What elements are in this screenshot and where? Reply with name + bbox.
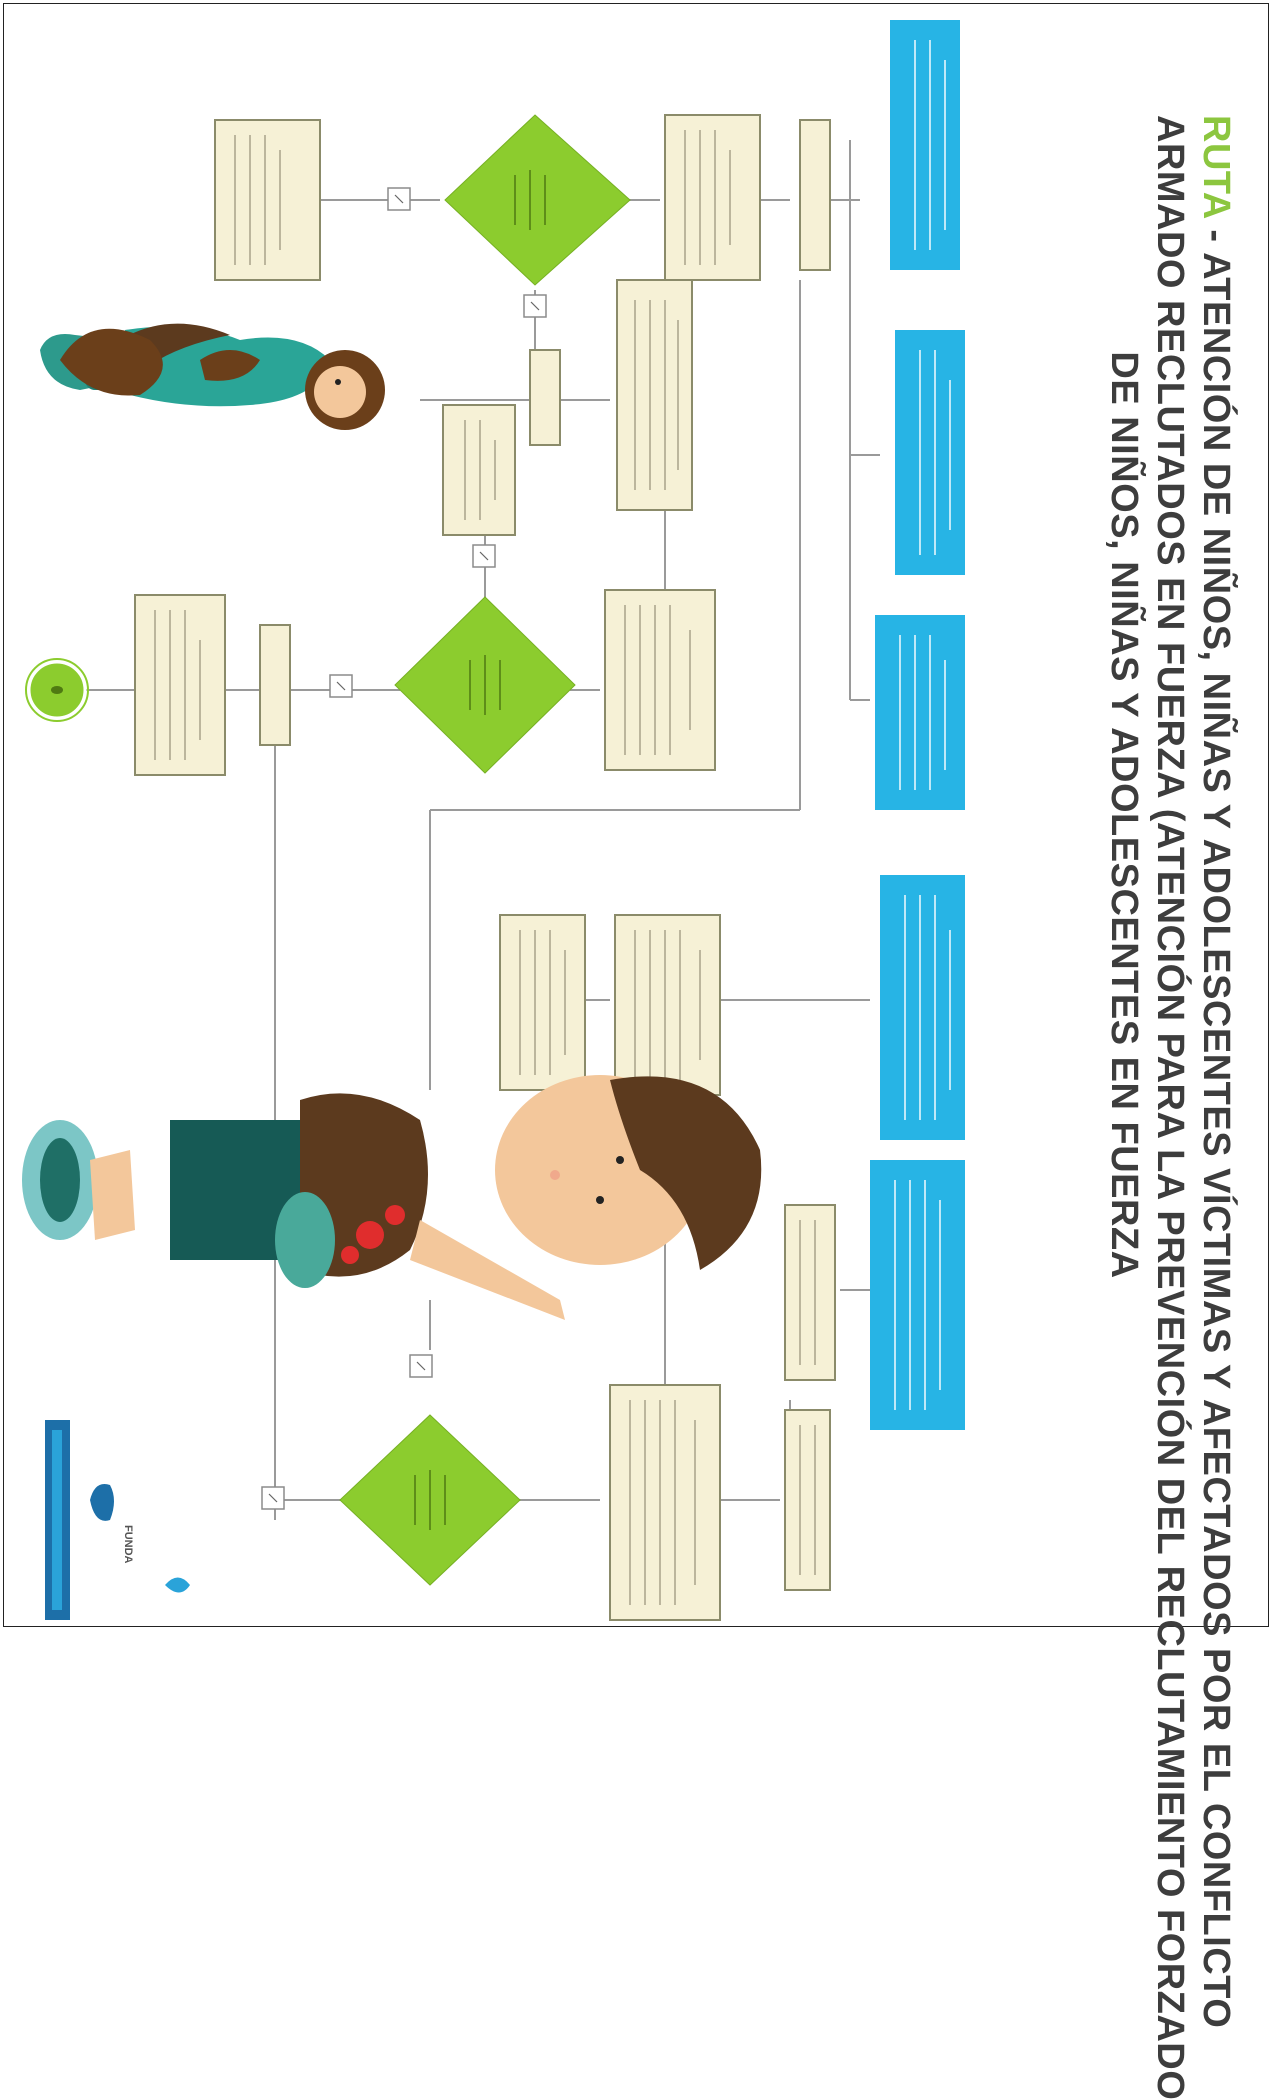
flowchart-diagram: FUNDA (22, 20, 965, 1621)
decision-diamond-top-right (444, 114, 631, 286)
action-box-2 (664, 114, 761, 281)
entity-box-3 (875, 615, 965, 810)
title-line-3: DE NIÑOS, NIÑAS Y ADOLESCENTES EN FUERZA (1103, 351, 1145, 1279)
title-line-2: ARMADO RECLUTADOS EN FUERZA (ATENCIÓN PA… (1149, 115, 1191, 2100)
action-boxes (134, 114, 836, 1621)
page-border (3, 3, 1269, 1627)
entity-box-text-lines (894, 40, 951, 1410)
girl-illustration (40, 323, 385, 430)
decision-text-lines (414, 170, 546, 1530)
entity-boxes (870, 20, 965, 1430)
action-box-14 (784, 1409, 831, 1591)
title-code: RUTA (1195, 115, 1237, 219)
action-box-5 (442, 404, 516, 536)
action-box-7 (134, 594, 226, 776)
action-box-6 (529, 349, 561, 446)
entity-box-1 (890, 20, 960, 270)
entity-box-5 (870, 1160, 965, 1430)
funda-logo: FUNDA (45, 1420, 190, 1620)
entity-box-4 (880, 875, 965, 1140)
start-end-circle (25, 658, 89, 722)
logo-text: FUNDA (122, 1525, 134, 1564)
entity-box-2 (895, 330, 965, 575)
action-box-text-lines (154, 130, 816, 1605)
boy-illustration (22, 1075, 762, 1320)
action-box-13 (609, 1384, 721, 1621)
decision-diamonds (339, 114, 631, 1586)
action-box-1 (214, 119, 321, 281)
action-box-3 (799, 119, 831, 271)
action-box-12 (784, 1204, 836, 1381)
action-box-9 (604, 589, 716, 771)
action-box-8 (259, 624, 291, 746)
action-box-11 (614, 914, 721, 1096)
page-title: RUTA - ATENCIÓN DE NIÑOS, NIÑAS Y ADOLES… (1101, 115, 1239, 2100)
branch-tag-marks (268, 194, 540, 1503)
action-box-10 (499, 914, 586, 1091)
action-box-4 (616, 279, 693, 511)
title-line-1: - ATENCIÓN DE NIÑOS, NIÑAS Y ADOLESCENTE… (1195, 218, 1237, 2029)
